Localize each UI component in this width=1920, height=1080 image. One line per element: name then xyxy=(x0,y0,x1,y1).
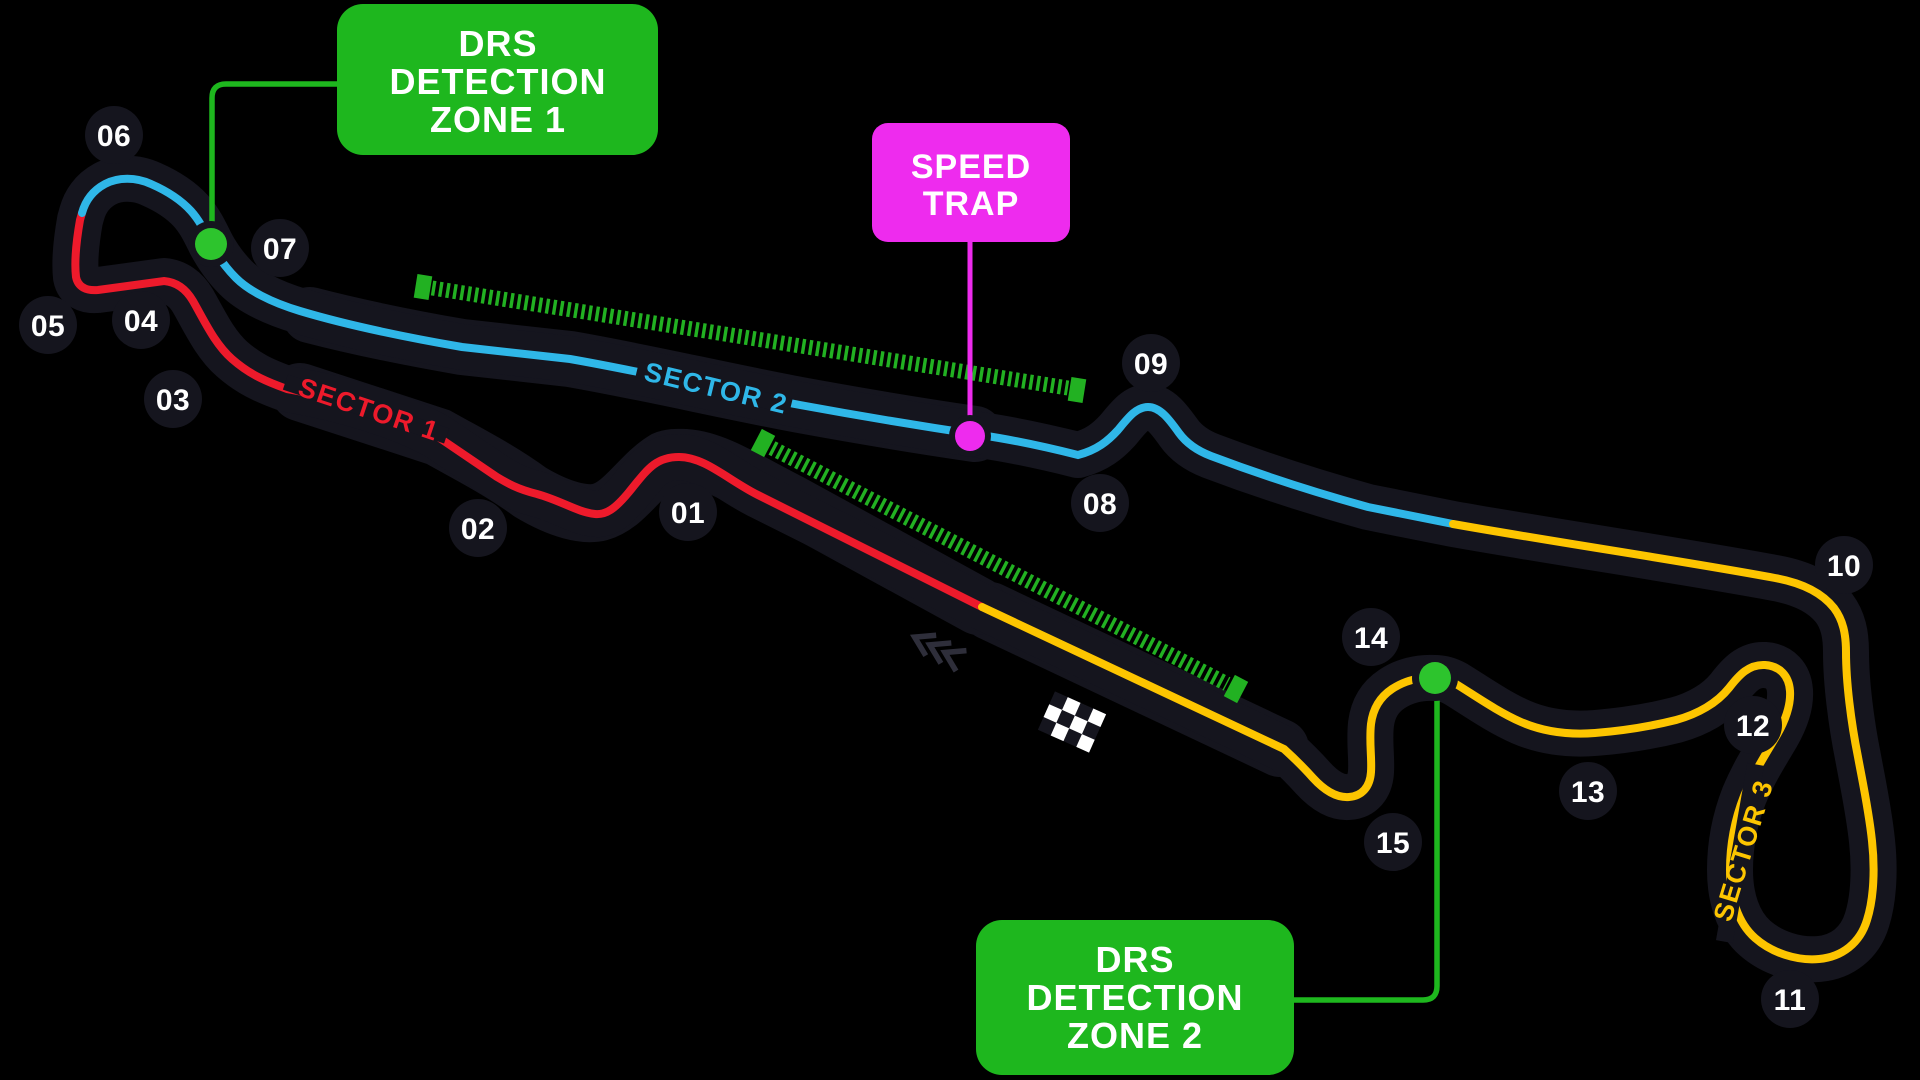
svg-text:05: 05 xyxy=(31,310,65,343)
drs-zone-1-box xyxy=(337,4,658,155)
svg-text:06: 06 xyxy=(97,120,131,153)
drs-detection-dot-1 xyxy=(195,228,227,260)
drs-zone-1-end-block xyxy=(1067,376,1087,404)
turn-badge-07: 07 xyxy=(251,219,309,277)
svg-text:10: 10 xyxy=(1827,550,1861,583)
drs-zone-2-ticks xyxy=(750,428,1249,704)
svg-text:02: 02 xyxy=(461,513,495,546)
sector-2-text-patch xyxy=(635,361,793,415)
drs-zone-1-label-line3: ZONE 1 xyxy=(430,99,566,140)
drs-detection-zone-1-callout: DRS DETECTION ZONE 1 xyxy=(188,4,658,267)
svg-text:03: 03 xyxy=(156,384,190,417)
drs-zone-2-start-block xyxy=(750,428,776,458)
turn-badge-14: 14 xyxy=(1342,608,1400,666)
turn-badge-06: 06 xyxy=(85,106,143,164)
drs-zone-1-start-block xyxy=(413,273,433,301)
speed-trap-box xyxy=(872,123,1070,242)
svg-text:12: 12 xyxy=(1736,710,1770,743)
svg-text:13: 13 xyxy=(1571,776,1605,809)
turn-badge-01: 01 xyxy=(659,483,717,541)
svg-text:08: 08 xyxy=(1083,488,1117,521)
turn-badge-02: 02 xyxy=(449,499,507,557)
speed-trap-label-line2: TRAP xyxy=(923,185,1020,223)
turn-badge-08: 08 xyxy=(1071,474,1129,532)
drs-zone-1-label-line1: DRS xyxy=(458,23,537,64)
speed-trap-dot xyxy=(955,421,985,451)
turn-badge-05: 05 xyxy=(19,296,77,354)
drs-zone-2-box xyxy=(976,920,1294,1075)
sector-3-line xyxy=(978,520,1878,964)
turn-badge-10: 10 xyxy=(1815,536,1873,594)
turn-badge-04: 04 xyxy=(112,291,170,349)
svg-text:14: 14 xyxy=(1354,622,1388,655)
track-casing xyxy=(52,155,1897,983)
direction-chevrons-icon xyxy=(909,632,967,673)
turn-badge-12: 12 xyxy=(1724,696,1782,754)
turn-badge-09: 09 xyxy=(1122,334,1180,392)
svg-text:09: 09 xyxy=(1134,348,1168,381)
speed-trap-label-line1: SPEED xyxy=(911,148,1031,186)
drs-zone-1-ticks xyxy=(413,273,1087,404)
drs-zone-2-label-line1: DRS xyxy=(1095,939,1174,980)
checkered-flag-icon xyxy=(1037,691,1107,753)
drs-detection-zone-2-callout: DRS DETECTION ZONE 2 xyxy=(976,655,1458,1075)
svg-text:04: 04 xyxy=(124,305,158,338)
svg-text:11: 11 xyxy=(1774,984,1807,1017)
turn-badge-13: 13 xyxy=(1559,762,1617,820)
sector-1-text-patch xyxy=(282,374,450,444)
svg-text:15: 15 xyxy=(1376,827,1410,860)
drs-zone-2-label-line2: DETECTION xyxy=(1026,977,1243,1018)
drs-zone-1-label-line2: DETECTION xyxy=(389,61,606,102)
svg-text:07: 07 xyxy=(263,233,297,266)
svg-text:01: 01 xyxy=(671,497,705,530)
turn-badge-11: 11 xyxy=(1761,970,1819,1028)
turn-badges: 01 02 03 04 05 06 07 08 09 10 11 12 13 1… xyxy=(19,106,1873,1028)
speed-trap-callout: SPEED TRAP xyxy=(872,123,1070,457)
turn-badge-15: 15 xyxy=(1364,813,1422,871)
sector-3-text-patch xyxy=(1716,762,1764,944)
drs-zone-2-label-line3: ZONE 2 xyxy=(1067,1015,1203,1056)
turn-badge-03: 03 xyxy=(144,370,202,428)
drs-detection-dot-2 xyxy=(1419,662,1451,694)
drs-zone-2-end-block xyxy=(1223,674,1249,704)
